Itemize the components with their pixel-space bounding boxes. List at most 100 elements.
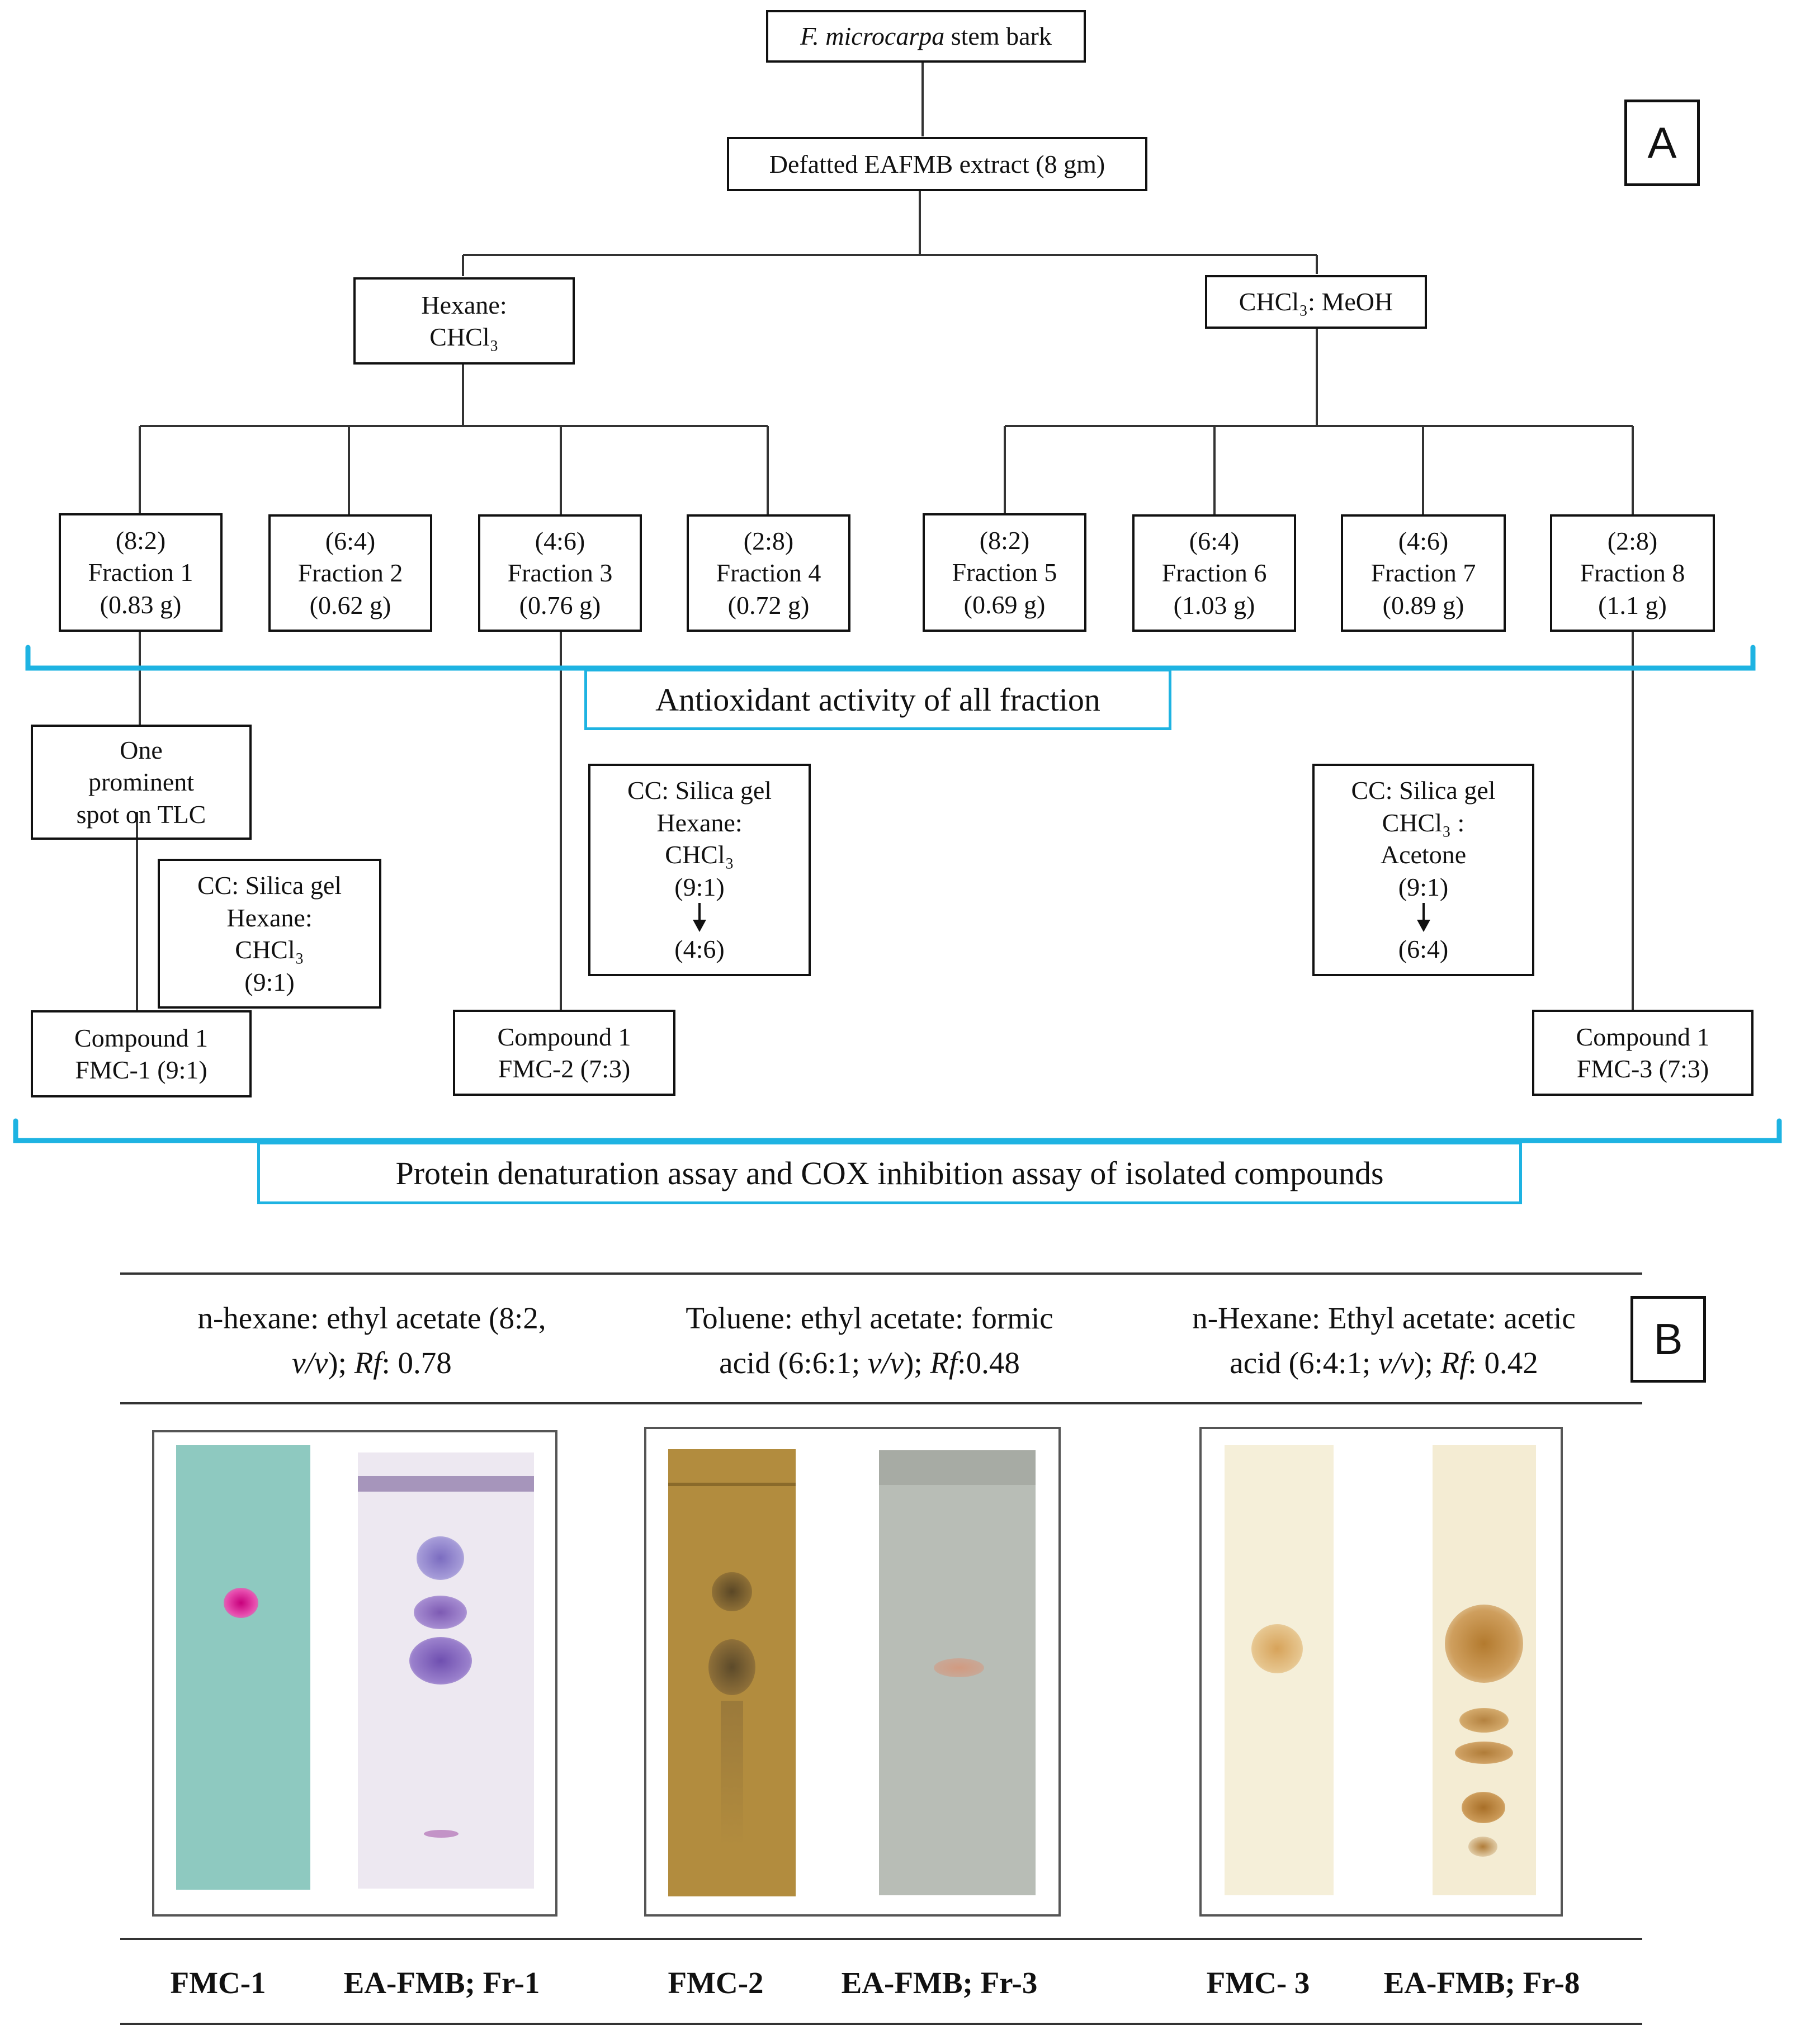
separator: ); (328, 1345, 355, 1380)
cc1-label: CC: Silica gel Hexane: CHCl₃ (9:1) (197, 871, 342, 996)
fraction-ratio: (6:4) (1189, 526, 1240, 555)
rf-label: Rf (930, 1345, 958, 1380)
separator: ); (1414, 1345, 1441, 1380)
fraction-6-node: (6:4) Fraction 6(1.03 g) (1132, 514, 1296, 632)
solvent-hexane-chcl3-node: Hexane: CHCl₃ (353, 277, 575, 365)
rf-label: Rf (1440, 1345, 1468, 1380)
compound-label: Compound 1 FMC-2 (7:3) (497, 1022, 631, 1083)
solvent-left-label: Hexane: CHCl₃ (421, 290, 507, 352)
solvent-right-label: CHCl₃: MeOH (1239, 287, 1393, 316)
extract-label: Defatted EAFMB extract (8 gm) (769, 149, 1105, 178)
fraction-name: Fraction 3 (507, 559, 613, 588)
solvent-chcl3-meoh-node: CHCl₃: MeOH (1205, 275, 1427, 329)
table-rule-caption (120, 1938, 1642, 1940)
compound-fmc-3-node: Compound 1 FMC-3 (7:3) (1532, 1010, 1754, 1096)
fraction-mass: (1.1 g) (1598, 590, 1667, 619)
extract-node: Defatted EAFMB extract (8 gm) (727, 137, 1147, 191)
solvent-3-line2-pre: acid (6:4:1; (1230, 1345, 1379, 1380)
fraction-1-node: (8:2) Fraction 1 (0.83 g) (59, 513, 223, 632)
fraction-name: Fraction 5 (952, 558, 1057, 587)
solvent-3-line1: n-Hexane: Ethyl acetate: acetic (1192, 1301, 1576, 1335)
antioxidant-activity-label: Antioxidant activity of all fraction (584, 669, 1171, 730)
separator: ); (904, 1345, 930, 1380)
panel-b-label: B (1630, 1296, 1706, 1383)
solvent-system-1: n-hexane: ethyl acetate (8:2, v/v); Rf: … (126, 1296, 618, 1385)
root-node-stem-bark: F. microcarpa stem bark (766, 10, 1086, 63)
column-chromatography-1-node: CC: Silica gel Hexane: CHCl₃ (9:1) (158, 859, 381, 1009)
table-rule-top (120, 1272, 1642, 1275)
tlc-plate-fmc-2 (668, 1449, 796, 1896)
fraction-mass: (0.76 g) (519, 590, 601, 619)
solvent-1-line1: n-hexane: ethyl acetate (8:2, (197, 1301, 546, 1335)
fraction-3-node: (4:6) Fraction 3(0.76 g) (478, 514, 642, 632)
caption-ea-fmb-fr-8: EA-FMB; Fr-8 (1383, 1966, 1580, 2000)
fraction-name: Fraction 6 (1161, 559, 1267, 588)
tlc-plate-ea-fmb-fr-1 (358, 1452, 534, 1889)
rf-value: : 0.42 (1468, 1345, 1538, 1380)
fraction-name: Fraction 7 (1370, 559, 1476, 588)
caption-ea-fmb-fr-3: EA-FMB; Fr-3 (841, 1966, 1038, 2000)
rf-value: : 0.78 (381, 1345, 452, 1380)
fraction-name: Fraction 1 (88, 558, 193, 587)
fraction-ratio: (2:8) (1607, 526, 1658, 555)
cc3-bottom-label: (6:4) (1398, 935, 1449, 964)
caption-ea-fmb-fr-1: EA-FMB; Fr-1 (343, 1966, 540, 2000)
fraction-ratio: (4:6) (535, 526, 585, 555)
root-label: stem bark (944, 22, 1052, 51)
fraction-ratio: (2:8) (743, 526, 794, 555)
tlc-plate-fmc-1 (176, 1445, 310, 1890)
vv-unit: v/v (867, 1345, 904, 1380)
fraction-ratio: (8:2) (115, 526, 166, 555)
solvent-2-line2-pre: acid (6:6:1; (719, 1345, 868, 1380)
cc2-top-label: CC: Silica gel Hexane: CHCl₃ (9:1) (627, 776, 772, 901)
compound-label: Compound 1 FMC-3 (7:3) (1576, 1022, 1710, 1083)
caption-fmc-1: FMC-1 (170, 1966, 266, 2000)
fraction-name: Fraction 4 (716, 559, 821, 588)
rf-label: Rf (354, 1345, 382, 1380)
panel-a-label: A (1624, 100, 1700, 186)
solvent-system-2: Toluene: ethyl acetate: formic acid (6:6… (604, 1296, 1135, 1385)
down-arrow-icon (1416, 903, 1430, 933)
compound-fmc-2-node: Compound 1 FMC-2 (7:3) (453, 1010, 675, 1096)
caption-fmc-2: FMC-2 (668, 1966, 764, 2000)
fraction-ratio: (8:2) (979, 526, 1030, 555)
fraction-name: Fraction 2 (297, 559, 403, 588)
fraction-ratio: (4:6) (1398, 526, 1449, 555)
species-name: F. microcarpa (800, 22, 945, 51)
vv-unit: v/v (1378, 1345, 1415, 1380)
assay-label: Protein denaturation assay and COX inhib… (257, 1142, 1522, 1204)
tlc-plate-fmc-3 (1225, 1445, 1334, 1895)
fraction-8-node: (2:8) Fraction 8(1.1 g) (1550, 514, 1715, 632)
fraction-ratio: (6:4) (325, 526, 376, 555)
fraction-7-node: (4:6) Fraction 7(0.89 g) (1341, 514, 1506, 632)
fraction-mass: (1.03 g) (1173, 590, 1255, 619)
fraction-mass: (0.69 g) (963, 590, 1046, 619)
fraction-mass: (0.83 g) (100, 590, 182, 619)
fraction-mass: (0.89 g) (1382, 590, 1464, 619)
fraction-2-node: (6:4) Fraction 2(0.62 g) (268, 514, 432, 632)
vv-unit: v/v (292, 1345, 328, 1380)
solvent-2-line1: Toluene: ethyl acetate: formic (686, 1301, 1053, 1335)
solvent-system-3: n-Hexane: Ethyl acetate: acetic acid (6:… (1138, 1296, 1630, 1385)
tlc-note-node: One prominent spot on TLC (31, 725, 252, 840)
cc2-bottom-label: (4:6) (674, 935, 725, 964)
column-chromatography-3-node: CC: Silica gel CHCl₃ : Acetone (9:1) (6:… (1312, 764, 1534, 976)
caption-fmc-3: FMC- 3 (1206, 1966, 1310, 2000)
compound-label: Compound 1 FMC-1 (9:1) (74, 1023, 208, 1085)
down-arrow-icon (693, 903, 706, 933)
rf-value: :0.48 (957, 1345, 1020, 1380)
tlc-plate-ea-fmb-fr-8 (1433, 1445, 1536, 1895)
table-rule-header (120, 1402, 1642, 1404)
fraction-mass: (0.72 g) (727, 590, 810, 619)
fraction-5-node: (8:2) Fraction 5 (0.69 g) (923, 513, 1086, 632)
compound-fmc-1-node: Compound 1 FMC-1 (9:1) (31, 1010, 252, 1097)
fraction-4-node: (2:8) Fraction 4(0.72 g) (687, 514, 850, 632)
cc3-top-label: CC: Silica gel CHCl₃ : Acetone (9:1) (1351, 776, 1496, 901)
column-chromatography-2-node: CC: Silica gel Hexane: CHCl₃ (9:1) (4:6) (588, 764, 811, 976)
tlc-plate-ea-fmb-fr-3 (879, 1450, 1036, 1895)
fraction-name: Fraction 8 (1580, 559, 1685, 588)
table-rule-bottom (120, 2023, 1642, 2025)
fraction-mass: (0.62 g) (309, 590, 391, 619)
tlc-note-label: One prominent spot on TLC (76, 735, 206, 829)
